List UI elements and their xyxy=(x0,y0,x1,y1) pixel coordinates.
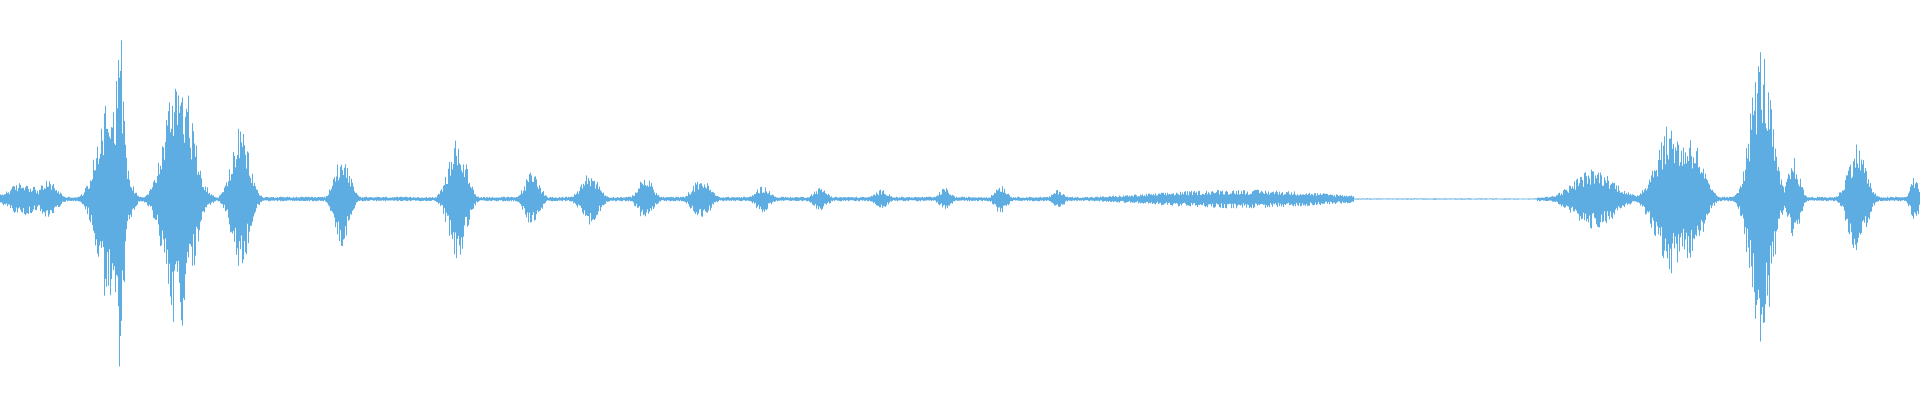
waveform-path xyxy=(0,40,1920,367)
waveform-samples xyxy=(0,40,1920,367)
